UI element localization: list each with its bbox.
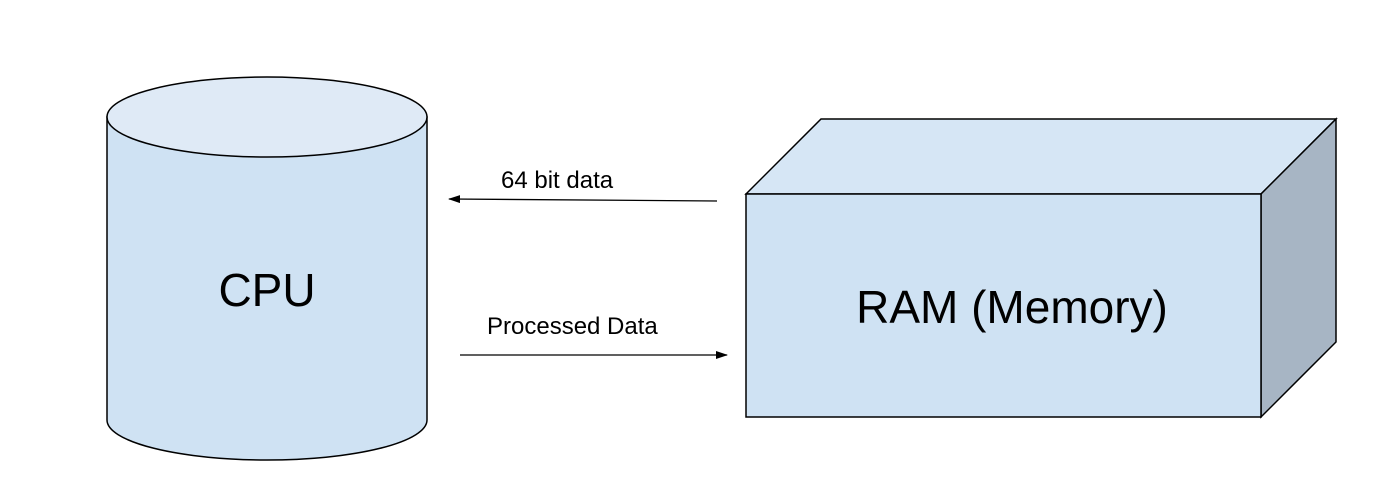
ram-box-front-face	[745, 193, 1262, 418]
cpu-cylinder-top	[106, 76, 428, 158]
arrow-ram-to-cpu	[448, 195, 718, 204]
edge-cpu-to-ram: Processed Data	[460, 313, 728, 359]
ram-node: RAM (Memory)	[744, 117, 1338, 419]
edge-label-ram-to-cpu: 64 bit data	[501, 167, 614, 194]
ram-box-top-face	[744, 118, 1338, 195]
cpu-node: CPU	[106, 76, 428, 461]
ram-label: RAM (Memory)	[856, 281, 1168, 333]
edge-ram-to-cpu: 64 bit data	[448, 167, 718, 204]
edge-label-cpu-to-ram: Processed Data	[487, 313, 658, 340]
cpu-label: CPU	[218, 264, 315, 316]
cpu-cylinder-body	[106, 116, 428, 461]
